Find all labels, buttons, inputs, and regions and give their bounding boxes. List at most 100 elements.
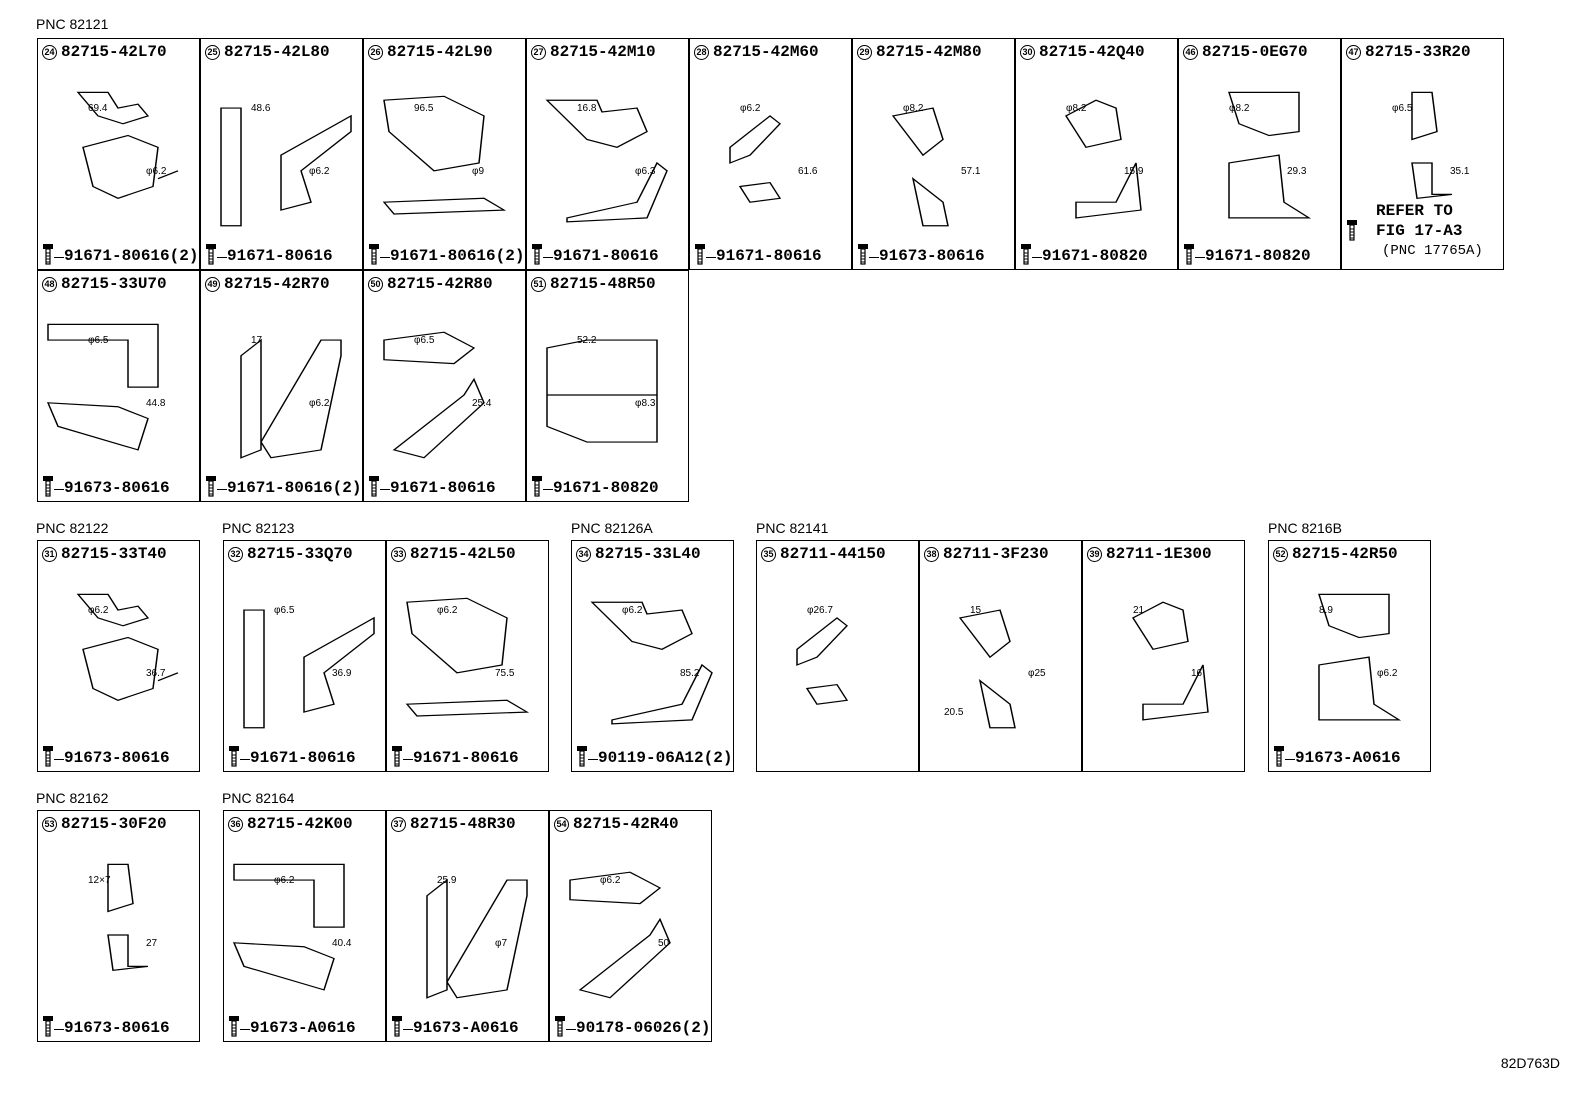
part-illustration xyxy=(240,338,342,459)
bolt-icon xyxy=(1347,220,1357,241)
bolt-icon xyxy=(1021,244,1031,265)
part-illustration xyxy=(1065,99,1142,219)
dimension-label: 25.4 xyxy=(472,397,492,409)
part-illustration xyxy=(382,95,507,215)
dimension-label: 36.7 xyxy=(146,667,166,679)
dimension-label: φ6.5 xyxy=(274,605,295,617)
dimension-label: 36.9 xyxy=(332,667,352,679)
dimension-label: 15 xyxy=(970,605,982,617)
part-number: 82715-33Q70 xyxy=(247,545,353,563)
bolt-part-number: 91673-A0616 xyxy=(413,1019,519,1037)
bolt-part-number: 91673-80616 xyxy=(64,1019,170,1037)
bolt-callout: 91671-80616(2) xyxy=(368,243,524,265)
callout-number: 34 xyxy=(576,546,591,562)
bolt-icon xyxy=(206,244,216,265)
part-number: 82715-42R50 xyxy=(1292,545,1398,563)
bolt-callout: 91671-80820 xyxy=(1183,243,1311,265)
part-illustration xyxy=(76,593,179,701)
dimension-label: 61.6 xyxy=(798,165,818,177)
bolt-callout: 91671-80820 xyxy=(1020,243,1148,265)
dimension-label: 21 xyxy=(1133,605,1145,617)
bolt-callout: 91673-A0616 xyxy=(391,1015,519,1037)
illustration-code: 82D763D xyxy=(1500,1055,1560,1071)
part-illustration xyxy=(1228,91,1312,219)
callout-number: 38 xyxy=(924,546,939,562)
callout-number: 32 xyxy=(228,546,243,562)
callout-number: 48 xyxy=(42,276,57,292)
dimension-label: φ6.5 xyxy=(1392,103,1413,115)
callout-number: 36 xyxy=(228,816,243,832)
part-illustration xyxy=(76,91,179,199)
part-illustration xyxy=(405,597,530,717)
dimension-label: φ25 xyxy=(1028,667,1046,679)
dimension-label: 85.2 xyxy=(680,667,700,679)
part-number: 82715-42K00 xyxy=(247,815,353,833)
part-illustration xyxy=(426,878,528,999)
dimension-label: 16.8 xyxy=(577,103,597,115)
pnc-label: PNC 82162 xyxy=(36,790,109,806)
dimension-label: φ6.2 xyxy=(88,605,109,617)
dimension-label: φ6.2 xyxy=(146,165,167,177)
pnc-label: PNC 82122 xyxy=(36,520,109,536)
part-number: 82715-42L90 xyxy=(387,43,493,61)
callout-number: 37 xyxy=(391,816,406,832)
dimension-label: 52.2 xyxy=(577,335,597,347)
part-illustration xyxy=(383,331,485,459)
dimension-label: φ6.2 xyxy=(600,875,621,887)
bolt-callout: 91671-80616 xyxy=(368,475,496,497)
callout-number: 33 xyxy=(391,546,406,562)
part-illustration xyxy=(569,871,671,999)
callout-number: 26 xyxy=(368,44,383,60)
dimension-label: 40.4 xyxy=(332,937,352,949)
dimension-label: φ6.2 xyxy=(1377,667,1398,679)
dimension-label: φ6.5 xyxy=(414,335,435,347)
callout-number: 39 xyxy=(1087,546,1102,562)
dimension-label: φ26.7 xyxy=(807,605,833,617)
dimension-label: φ8.2 xyxy=(903,103,924,115)
dimension-label: φ6.2 xyxy=(274,875,295,887)
bolt-part-number: 91671-80616 xyxy=(553,247,659,265)
bolt-part-number: 91671-80616(2) xyxy=(64,247,199,265)
bolt-callout: 91671-80820 xyxy=(531,475,659,497)
bolt-icon xyxy=(392,1016,402,1037)
bolt-callout: 91673-80616 xyxy=(857,243,985,265)
part-number: 82715-42L70 xyxy=(61,43,167,61)
part-number: 82715-42Q40 xyxy=(1039,43,1145,61)
part-number: 82711-44150 xyxy=(780,545,886,563)
dimension-label: 57.1 xyxy=(961,165,981,177)
